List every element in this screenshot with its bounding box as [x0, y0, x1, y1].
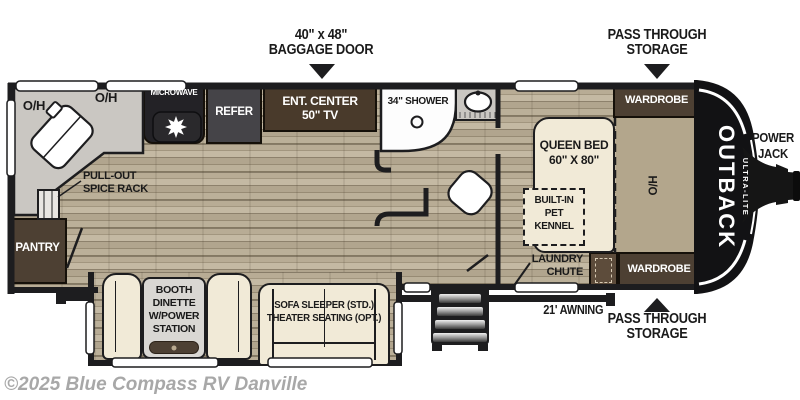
- bath-wall-elbow: [374, 188, 429, 227]
- front-cap-trim-bottom: [698, 239, 747, 286]
- laundry-chute-label-2: CHUTE: [546, 266, 584, 278]
- awning-arm-right: [606, 293, 615, 306]
- sofa-armrest-right: [374, 289, 376, 360]
- watermark: ©2025 Blue Compass RV Danville: [4, 374, 308, 395]
- power-jack-label-1: POWER: [752, 130, 794, 145]
- baggage-door-label: BAGGAGE DOOR: [268, 42, 374, 58]
- spice-rack-slides: [43, 190, 53, 219]
- bench-seam: [238, 281, 239, 352]
- pass-through-top-label-1: PASS THROUGH: [607, 27, 707, 43]
- pet-kennel: [523, 188, 585, 246]
- ent-center-label-2: 50" TV: [302, 108, 338, 122]
- power-station-outlet: [171, 345, 177, 350]
- toilet: [447, 170, 493, 216]
- wardrobe-top-label: WARDROBE: [625, 94, 688, 106]
- spice-rack-label-1: PULL-OUT: [83, 170, 137, 182]
- baggage-door-label-size: 40" x 48": [294, 27, 348, 43]
- sofa-armrest-left: [272, 289, 274, 360]
- sofa-label-1: SOFA SLEEPER (STD.): [274, 299, 374, 311]
- brand-sub-logo: ULTRA-LITE: [741, 157, 750, 217]
- microwave-label: MICROWAVE: [150, 88, 198, 97]
- wardrobe-bottom-label: WARDROBE: [627, 263, 691, 275]
- bath-faucet: [475, 90, 481, 96]
- booth-bench-right: [206, 273, 252, 360]
- oh-cabinet-label-left: O/H: [22, 98, 46, 113]
- awning-bar-left: [58, 293, 96, 301]
- entry-door-swing: [466, 254, 489, 272]
- baggage-door-arrow: [309, 64, 335, 79]
- spice-rack-pointer-line: [57, 180, 82, 198]
- ho-label: H/O: [645, 175, 658, 196]
- pass-through-top-label-2: STORAGE: [626, 42, 688, 58]
- vanity-ticks: [459, 112, 496, 118]
- brand-logo: OUTBACK: [714, 125, 739, 249]
- spice-rack-label-2: SPICE RACK: [83, 183, 148, 195]
- refrigerator: [206, 86, 262, 144]
- refer-label: REFER: [215, 106, 253, 118]
- power-jack-coupler: [793, 171, 800, 201]
- shower-drain: [410, 115, 424, 129]
- booth-dinette-label-1: BOOTH: [155, 284, 193, 296]
- pass-through-bottom-label-1: PASS THROUGH: [607, 311, 707, 327]
- sofa-label-2: THEATER SEATING (OPT.): [266, 312, 382, 324]
- oh-cabinet-label-right: O/H: [94, 90, 118, 105]
- pass-through-bottom-arrow: [644, 298, 670, 312]
- sofa-sleeper: [258, 283, 390, 366]
- front-cap-trim-top: [698, 88, 747, 135]
- power-jack: [742, 146, 800, 224]
- shower-wall-elbow: [374, 150, 391, 173]
- laundry-chute-hatch: [595, 258, 612, 283]
- queen-bed-label-1: QUEEN BED: [539, 138, 609, 152]
- kitchen-sink: [30, 101, 94, 170]
- queen-bed-label-2: 60" X 80": [548, 153, 600, 167]
- sofa-cushion-seam: [324, 289, 325, 347]
- power-jack-label-2: JACK: [757, 146, 789, 161]
- booth-bench-left: [102, 273, 142, 360]
- pantry-label: PANTRY: [15, 242, 60, 254]
- ent-center-label-1: ENT. CENTER: [282, 94, 358, 108]
- windows: [6, 80, 579, 368]
- shower-label: 34" SHOWER: [387, 96, 449, 107]
- pass-through-top-arrow: [644, 64, 670, 79]
- pet-kennel-label-2: PET: [544, 208, 564, 219]
- awning-label: 21' AWNING: [543, 303, 604, 317]
- pantry-door-swing: [65, 227, 84, 269]
- laundry-chute-label-1: LAUNDRY: [531, 253, 584, 265]
- awning-bar: [402, 295, 612, 302]
- bench-seam: [115, 281, 116, 352]
- pantry-cabinet: [8, 218, 67, 284]
- booth-dinette-label-3: W/POWER: [148, 310, 200, 322]
- spice-rack: [37, 189, 60, 220]
- pass-through-bottom-label-2: STORAGE: [626, 326, 688, 342]
- pet-kennel-label-1: BUILT-IN: [534, 195, 574, 206]
- pet-kennel-label-3: KENNEL: [534, 221, 574, 232]
- entry-steps: [431, 285, 489, 351]
- booth-dinette-label-4: STATION: [152, 323, 196, 335]
- booth-dinette-label-2: DINETTE: [152, 297, 196, 309]
- power-station: [149, 341, 199, 354]
- front-cap: [694, 80, 759, 294]
- vent-fan-icon: [165, 116, 187, 138]
